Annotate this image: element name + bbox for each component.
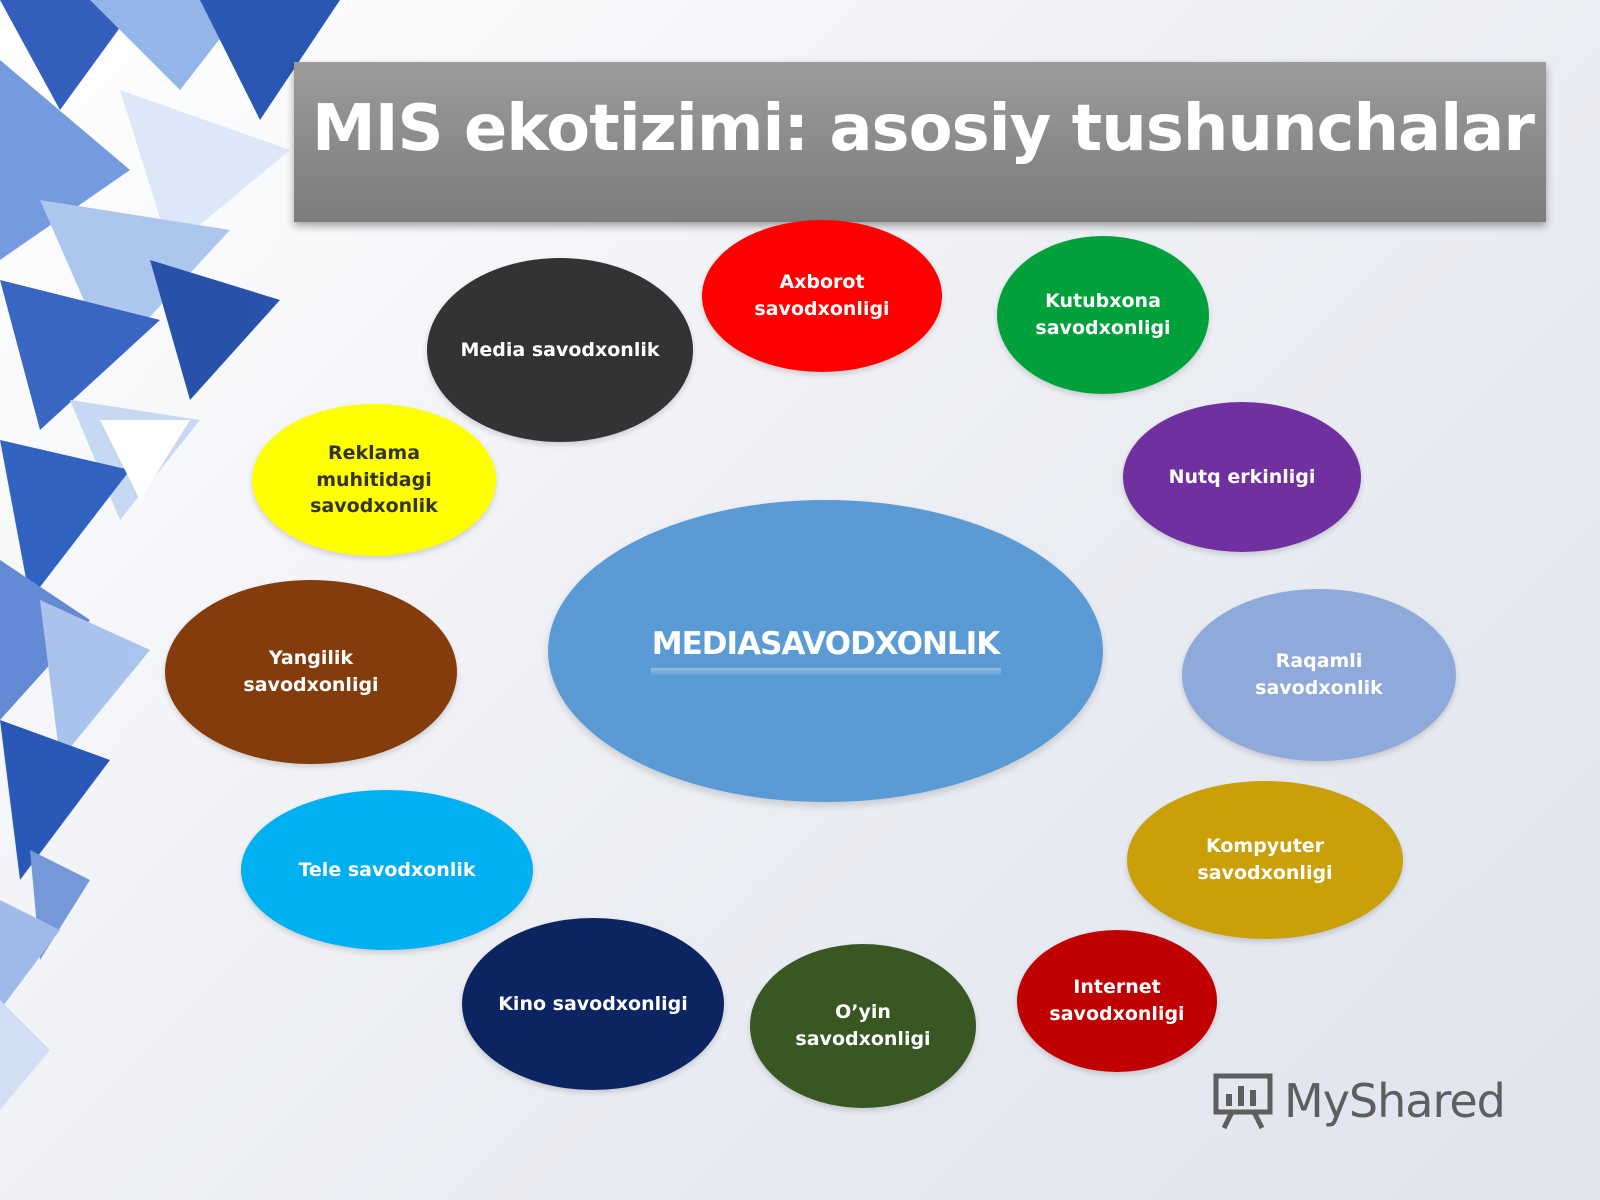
node-internet-savodxonligi: Internet savodxonligi [1017, 930, 1217, 1072]
node-label: Internet savodxonligi [1049, 976, 1185, 1025]
node-nutq-erkinligi: Nutq erkinligi [1123, 402, 1361, 552]
node-label: Yangilik savodxonligi [243, 647, 379, 696]
node-kino-savodxonligi: Kino savodxonligi [462, 918, 724, 1090]
node-media-savodxonlik: Media savodxonlik [427, 258, 693, 442]
node-raqamli-savodxonlik: Raqamli savodxonlik [1182, 589, 1456, 761]
node-label: Nutq erkinligi [1168, 465, 1316, 488]
watermark: MyShared [1212, 1070, 1506, 1132]
node-label: Kutubxona savodxonligi [1035, 290, 1171, 339]
node-oyin-savodxonligi: O’yin savodxonligi [750, 944, 976, 1108]
node-axborot-savodxonligi: Axborot savodxonligi [702, 220, 942, 372]
node-label: Tele savodxonlik [298, 858, 476, 881]
node-kutubxona-savodxonligi: Kutubxona savodxonligi [997, 236, 1209, 394]
center-node: MEDIASAVODXONLIK [548, 500, 1103, 802]
center-reflection [650, 668, 1001, 676]
node-label: Kompyuter savodxonligi [1197, 835, 1333, 884]
title-bar: MIS ekotizimi: asosiy tushunchalar [294, 62, 1546, 222]
node-label: Kino savodxonligi [498, 992, 688, 1015]
node-label: Axborot savodxonligi [754, 271, 890, 320]
center-label: MEDIASAVODXONLIK [651, 626, 1000, 662]
node-label: Reklama muhitidagi savodxonlik [310, 442, 438, 518]
presentation-board-icon [1213, 1073, 1273, 1130]
node-tele-savodxonlik: Tele savodxonlik [241, 790, 533, 950]
node-yangilik-savodxonligi: Yangilik savodxonligi [165, 580, 457, 764]
node-label: O’yin savodxonligi [795, 1001, 931, 1050]
watermark-text: MyShared [1284, 1074, 1506, 1128]
node-kompyuter-savodxonligi: Kompyuter savodxonligi [1127, 781, 1403, 939]
page-title: MIS ekotizimi: asosiy tushunchalar [312, 92, 1535, 166]
node-label: Raqamli savodxonlik [1255, 650, 1383, 699]
decorative-triangles [0, 0, 340, 1110]
node-label: Media savodxonlik [460, 338, 660, 361]
node-reklama-muhitidagi-savodxonlik: Reklama muhitidagi savodxonlik [252, 404, 496, 556]
